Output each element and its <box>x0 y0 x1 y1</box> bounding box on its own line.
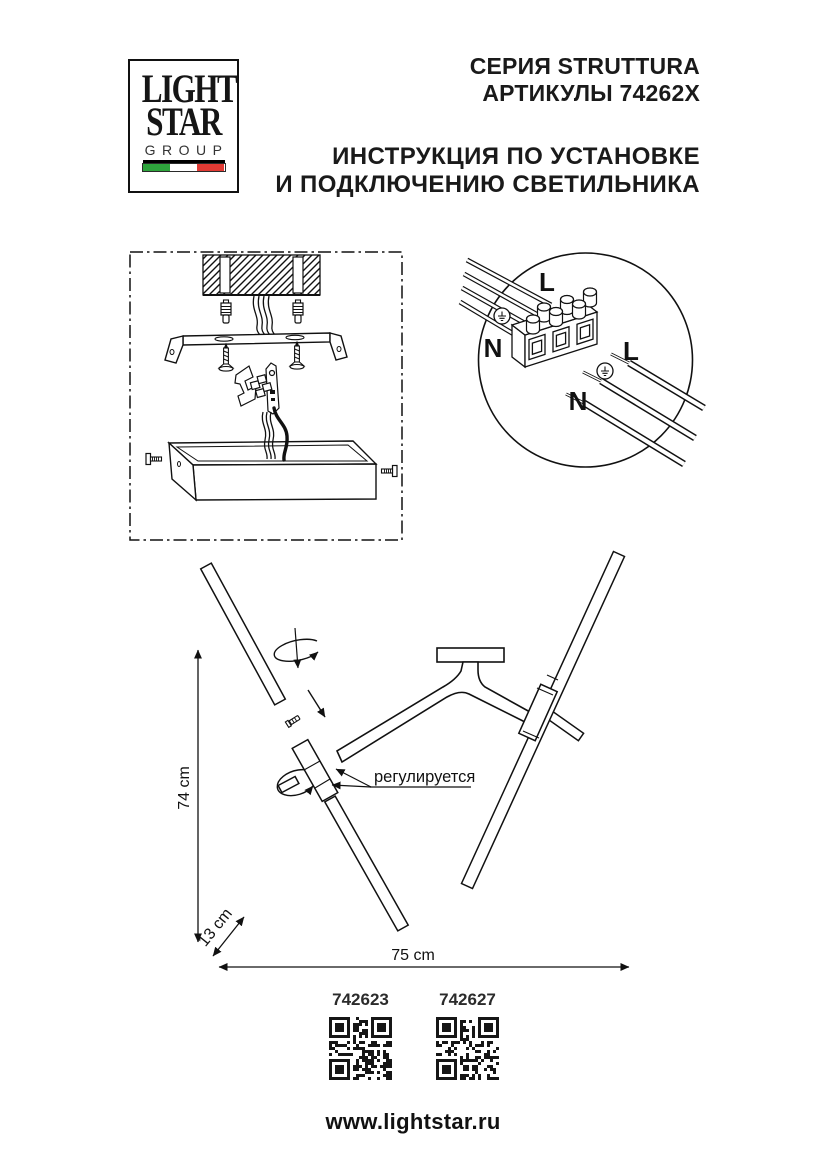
bracket-screw-left <box>218 343 234 372</box>
wiring-detail: L N L N <box>458 252 706 468</box>
label-live-mains: L <box>539 267 555 297</box>
rotation-arrow-bottom <box>276 768 314 797</box>
earth-symbol-fixture <box>596 362 614 380</box>
dim-height: 74 cm <box>176 766 193 810</box>
article-number-1: 742623 <box>332 990 389 1009</box>
flag-green <box>142 164 170 171</box>
lightstar-logo: LIGHT STAR GROUP <box>128 59 239 193</box>
lamp-tube-detached <box>199 562 287 706</box>
diagram-border <box>129 251 403 541</box>
canopy-screw-right <box>380 464 398 478</box>
adjustable-label: регулируется <box>374 768 475 786</box>
flag-white <box>169 164 198 171</box>
logo-word-group: GROUP <box>144 142 229 158</box>
articles-title: АРТИКУЛЫ 74262X <box>482 80 700 106</box>
label-live-fixture: L <box>623 336 639 366</box>
article-number-2: 742627 <box>439 990 496 1009</box>
connector-stud <box>284 715 301 729</box>
bracket-screw-right <box>289 341 305 370</box>
header: СЕРИЯ STRUTTURA АРТИКУЛЫ 74262X ИНСТРУКЦ… <box>275 53 700 199</box>
wall-anchor-left <box>220 299 232 324</box>
italian-flag <box>141 160 226 172</box>
insert-arrow <box>307 689 326 718</box>
series-title: СЕРИЯ STRUTTURA <box>469 53 700 79</box>
canopy-box <box>167 440 378 502</box>
rotation-arrow-top <box>273 627 319 669</box>
ceiling-mount-arm <box>335 647 532 764</box>
adjustable-annotation: регулируется <box>331 768 475 790</box>
website-url: www.lightstar.ru <box>325 1109 501 1134</box>
wall-anchor-right <box>292 299 304 324</box>
earth-symbol-mains <box>493 307 511 325</box>
instruction-title-line1: ИНСТРУКЦИЯ ПО УСТАНОВКЕ <box>332 143 700 170</box>
left-arm-assembly <box>277 775 410 932</box>
qr-code-1 <box>329 1017 392 1080</box>
dimension-lines <box>194 649 630 971</box>
installation-diagram <box>129 251 403 541</box>
fixture-drawing: регулируется 74 cm 13 cm 75 cm <box>176 550 630 971</box>
fixture-cable <box>565 352 706 467</box>
mains-wires <box>252 295 277 338</box>
label-neutral-mains: N <box>484 333 503 363</box>
logo-word-light: LIGHT <box>141 66 238 111</box>
flag-red <box>197 164 225 171</box>
terminal-assembly <box>234 362 280 415</box>
qr-code-2 <box>436 1017 499 1080</box>
dim-depth: 13 cm <box>195 905 236 950</box>
dim-width: 75 cm <box>391 947 435 964</box>
detail-circle <box>477 252 694 468</box>
label-neutral-fixture: N <box>569 386 588 416</box>
mains-cable <box>458 257 553 339</box>
adjustment-sleeves <box>291 683 559 803</box>
fixture-wires <box>261 406 289 462</box>
terminal-block <box>510 287 599 369</box>
canopy-screw-left <box>145 452 163 466</box>
flag-rule <box>142 160 225 163</box>
logo-word-star: STAR <box>146 99 222 144</box>
mounting-bracket <box>164 332 348 364</box>
instruction-title-line2: И ПОДКЛЮЧЕНИЮ СВЕТИЛЬНИКА <box>275 171 700 198</box>
ceiling-section <box>202 254 321 296</box>
